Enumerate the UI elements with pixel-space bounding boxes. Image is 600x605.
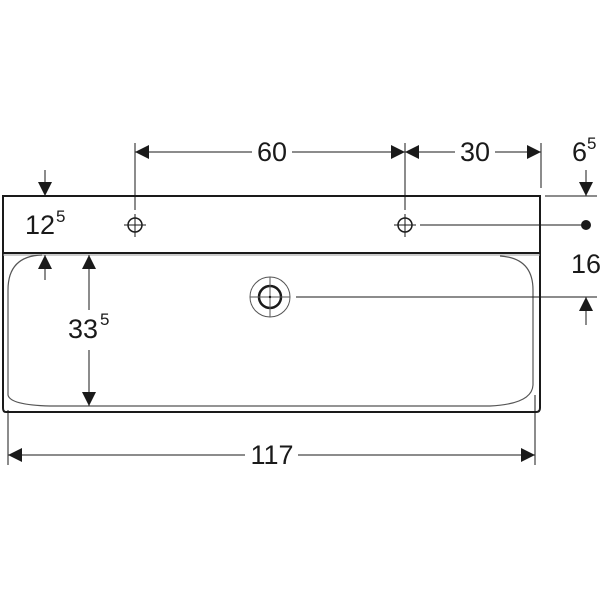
svg-text:60: 60	[257, 137, 287, 167]
dim-tap-hole-spacing: 60	[135, 137, 405, 167]
bowl-outline	[7, 254, 534, 407]
svg-text:117: 117	[250, 440, 293, 470]
dim-tap-hole-to-edge: 30	[405, 137, 541, 167]
svg-text:30: 30	[460, 137, 490, 167]
basin-outline	[1, 195, 541, 413]
dim-total-width: 117	[8, 440, 535, 470]
dim-drain-offset: 16	[571, 249, 600, 325]
svg-text:5: 5	[56, 207, 65, 226]
svg-text:5: 5	[587, 134, 596, 153]
svg-text:12: 12	[25, 210, 55, 240]
dim-bowl-depth: 33 5	[68, 255, 109, 406]
drain-icon	[249, 276, 291, 318]
svg-text:6: 6	[572, 137, 587, 167]
dim-shelf-depth: 12 5	[25, 170, 65, 280]
tap-hole-right-icon	[394, 214, 416, 237]
svg-text:33: 33	[68, 314, 98, 344]
dim-top-offset: 6 5	[572, 134, 596, 196]
reference-dot-icon	[581, 220, 591, 230]
svg-text:16: 16	[571, 249, 600, 279]
tap-hole-left-icon	[124, 214, 146, 237]
svg-text:5: 5	[100, 310, 109, 329]
